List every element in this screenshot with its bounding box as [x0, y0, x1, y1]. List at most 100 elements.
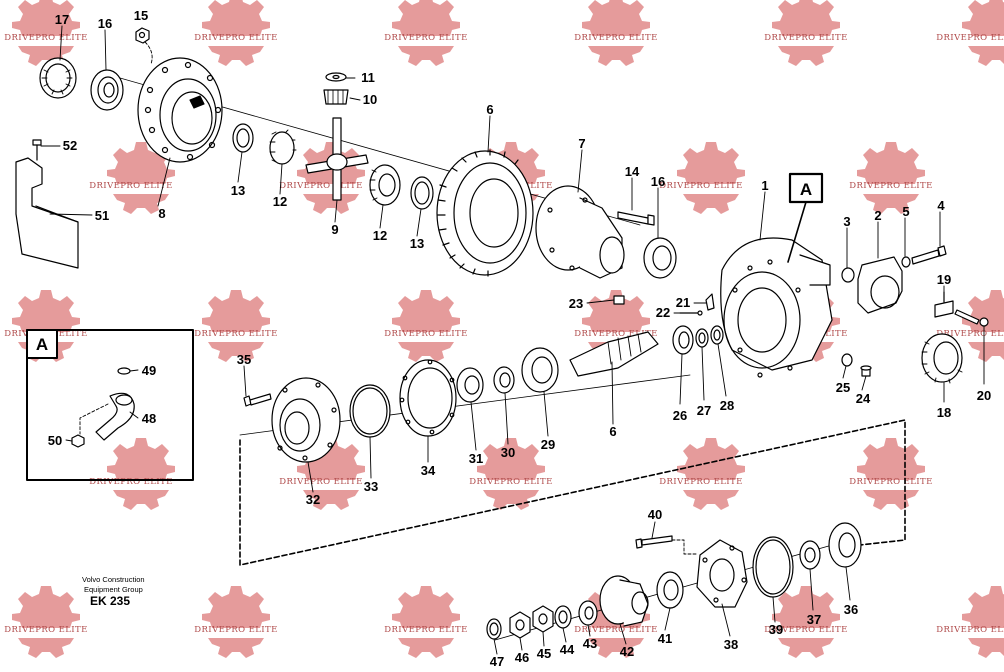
callout-23: 23: [569, 296, 583, 311]
callout-13: 13: [410, 236, 424, 251]
bolt-4: [911, 245, 947, 265]
bearing-16: [90, 69, 124, 111]
bolt-52: [32, 139, 42, 161]
callout-16: 16: [98, 16, 112, 31]
leader-dashed-15: [144, 41, 153, 65]
adjusting-nut-18: [921, 333, 963, 384]
bolt-20: [954, 309, 989, 327]
watermark-text: DRIVEPRO ELITE: [936, 625, 1004, 635]
bolt-40: [635, 535, 673, 549]
thrust-washer-13b: [410, 176, 434, 210]
callout-12: 12: [273, 194, 287, 209]
nut-15: [135, 27, 150, 44]
watermark-text: DRIVEPRO ELITE: [384, 329, 467, 339]
watermark-text: DRIVEPRO ELITE: [574, 625, 657, 635]
callout-21: 21: [676, 295, 690, 310]
callout-2: 2: [874, 208, 881, 223]
callout-27: 27: [697, 403, 711, 418]
callout-12: 12: [373, 228, 387, 243]
washer-5: [901, 256, 911, 268]
callout-5: 5: [902, 204, 909, 219]
crown-wheel-6: [436, 149, 534, 277]
detail-tag-a-label: A: [800, 180, 812, 199]
detail-inset-a-frame: [26, 329, 194, 481]
publisher-caption: Volvo Construction Equipment Group EK 23…: [82, 575, 145, 608]
watermark-text: DRIVEPRO ELITE: [4, 33, 87, 43]
spider-pinion-10: [323, 89, 349, 105]
elbow-fitting-48: [95, 392, 135, 441]
callout-6: 6: [609, 424, 616, 439]
caption-code: EK 235: [90, 594, 130, 608]
callout-3: 3: [843, 214, 850, 229]
callout-10: 10: [363, 92, 377, 107]
watermark-text: DRIVEPRO ELITE: [384, 625, 467, 635]
callout-52: 52: [63, 138, 77, 153]
watermark-text: DRIVEPRO ELITE: [279, 477, 362, 487]
watermark-text: DRIVEPRO ELITE: [936, 329, 1004, 339]
callout-6: 6: [486, 102, 493, 117]
cover-38: [696, 539, 748, 608]
o-ring-33: [349, 384, 391, 438]
callout-16: 16: [651, 174, 665, 189]
callout-31: 31: [469, 451, 483, 466]
callout-19: 19: [937, 272, 951, 287]
bearing-36: [828, 522, 862, 568]
differential-case-7: [535, 185, 625, 279]
watermark-text: DRIVEPRO ELITE: [194, 33, 277, 43]
o-ring-39: [752, 536, 794, 598]
callout-18: 18: [937, 405, 951, 420]
callout-45: 45: [537, 646, 551, 661]
detail-inset-a-tag-frame: [26, 329, 58, 359]
spacer-27: [695, 328, 709, 348]
plate-45: [532, 605, 554, 633]
leader-dashed-bracket: [239, 419, 906, 566]
callout-14: 14: [625, 164, 640, 179]
callout-24: 24: [856, 391, 871, 406]
bolt-35: [243, 393, 272, 407]
watermark-text: DRIVEPRO ELITE: [574, 33, 657, 43]
callout-29: 29: [541, 437, 555, 452]
bearing-cap-2: [857, 256, 903, 314]
callout-36: 36: [844, 602, 858, 617]
bearing-16b: [643, 237, 677, 279]
plug-24: [860, 365, 872, 377]
shim-28: [710, 325, 724, 345]
callout-1: 1: [761, 178, 768, 193]
watermark-text: DRIVEPRO ELITE: [384, 33, 467, 43]
callout-13: 13: [231, 183, 245, 198]
watermark-text: DRIVEPRO ELITE: [849, 181, 932, 191]
callout-7: 7: [578, 136, 585, 151]
callout-46: 46: [515, 650, 529, 665]
callout-20: 20: [977, 388, 991, 403]
circlip-47: [486, 618, 502, 640]
gear-42: [599, 575, 649, 627]
callout-49: 49: [142, 363, 156, 378]
callout-41: 41: [658, 631, 672, 646]
callout-26: 26: [673, 408, 687, 423]
callout-34: 34: [421, 463, 436, 478]
leader-dashed-inset: [79, 403, 109, 435]
plug-3: [841, 267, 855, 283]
side-gear-12a: [269, 129, 297, 165]
callout-51: 51: [95, 208, 109, 223]
watermark-text: DRIVEPRO ELITE: [936, 33, 1004, 43]
bearing-41: [656, 571, 684, 609]
watermark-text: DRIVEPRO ELITE: [764, 33, 847, 43]
watermark-text: DRIVEPRO ELITE: [89, 477, 172, 487]
detail-inset-a-label: A: [36, 335, 48, 354]
washer-11: [325, 72, 347, 82]
watermark-text: DRIVEPRO ELITE: [194, 329, 277, 339]
detail-tag-a-leader: [787, 201, 807, 263]
caption-line-1: Volvo Construction: [82, 575, 145, 584]
callout-42: 42: [620, 644, 634, 659]
ring-49: [117, 367, 131, 375]
spacer-43: [578, 600, 598, 626]
watermark-text: DRIVEPRO ELITE: [4, 625, 87, 635]
breather-23: [613, 295, 625, 305]
callout-33: 33: [364, 479, 378, 494]
callout-9: 9: [331, 222, 338, 237]
callout-40: 40: [648, 507, 662, 522]
callout-28: 28: [720, 398, 734, 413]
pin-21: [705, 293, 715, 311]
